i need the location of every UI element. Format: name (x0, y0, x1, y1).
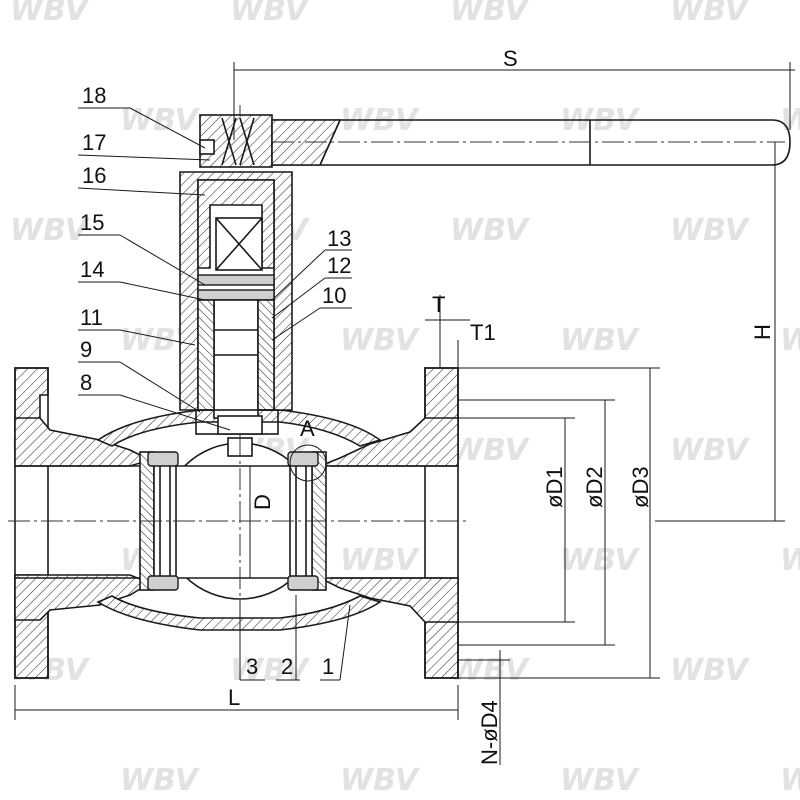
watermark-text: WBV (450, 433, 531, 468)
callout-leaders (77, 107, 352, 681)
watermark-text: WBV (560, 763, 641, 798)
callout-2: 2 (281, 654, 293, 679)
callout-14: 14 (80, 257, 104, 282)
watermark-text: WBV (780, 763, 800, 798)
dim-T: T (432, 292, 445, 317)
callout-10: 10 (322, 283, 346, 308)
watermark-text: WBV (230, 653, 311, 688)
dim-D3: øD3 (628, 466, 653, 508)
callout-17: 17 (82, 130, 106, 155)
watermark-text: WBV (340, 323, 421, 358)
watermark-text: WBV (450, 0, 531, 28)
dimension-labels: S H T T1 D øD1 øD2 øD3 L N-øD4 A (228, 46, 775, 765)
dim-H: H (750, 324, 775, 340)
watermark-text: WBV (340, 763, 421, 798)
watermark-text: WBV (670, 213, 751, 248)
valve-body (8, 105, 470, 679)
watermark-text: WBV (450, 213, 531, 248)
callout-16: 16 (82, 163, 106, 188)
watermark-text: WBV (780, 323, 800, 358)
dim-S: S (503, 46, 518, 71)
bonnet-stem (179, 114, 293, 435)
watermark-text: WBV (10, 0, 91, 28)
watermark-text: WBV (450, 653, 531, 688)
dimension-lines (14, 62, 795, 765)
lever-handle (271, 119, 791, 166)
callout-8: 8 (80, 370, 92, 395)
callout-15: 15 (80, 210, 104, 235)
watermark-text: WBV (230, 0, 311, 28)
dim-L: L (228, 685, 240, 710)
detail-A: A (300, 416, 315, 441)
watermark-text: WBV (560, 543, 641, 578)
watermark-text: WBV (120, 763, 201, 798)
dim-D: D (250, 494, 275, 510)
watermark-text: WBV (10, 213, 91, 248)
watermark-text: WBV (120, 103, 201, 138)
watermark-text: WBV (670, 653, 751, 688)
dim-N-D4: N-øD4 (477, 700, 502, 765)
callout-labels: 18 17 16 15 14 11 9 8 13 12 10 3 2 1 (80, 83, 351, 679)
callout-9: 9 (80, 337, 92, 362)
watermark-text: WBV (780, 543, 800, 578)
watermark-text: WBV (670, 0, 751, 28)
callout-11: 11 (80, 305, 103, 330)
dim-T1: T1 (470, 320, 496, 345)
watermark-text: WBV (340, 543, 421, 578)
callout-13: 13 (327, 226, 351, 251)
callout-18: 18 (82, 83, 106, 108)
watermark-text: WBV (560, 323, 641, 358)
callout-1: 1 (322, 654, 334, 679)
callout-12: 12 (327, 253, 351, 278)
dim-D1: øD1 (542, 466, 567, 508)
dim-D2: øD2 (582, 466, 607, 508)
callout-3: 3 (246, 654, 258, 679)
watermark-text: WBV (670, 433, 751, 468)
